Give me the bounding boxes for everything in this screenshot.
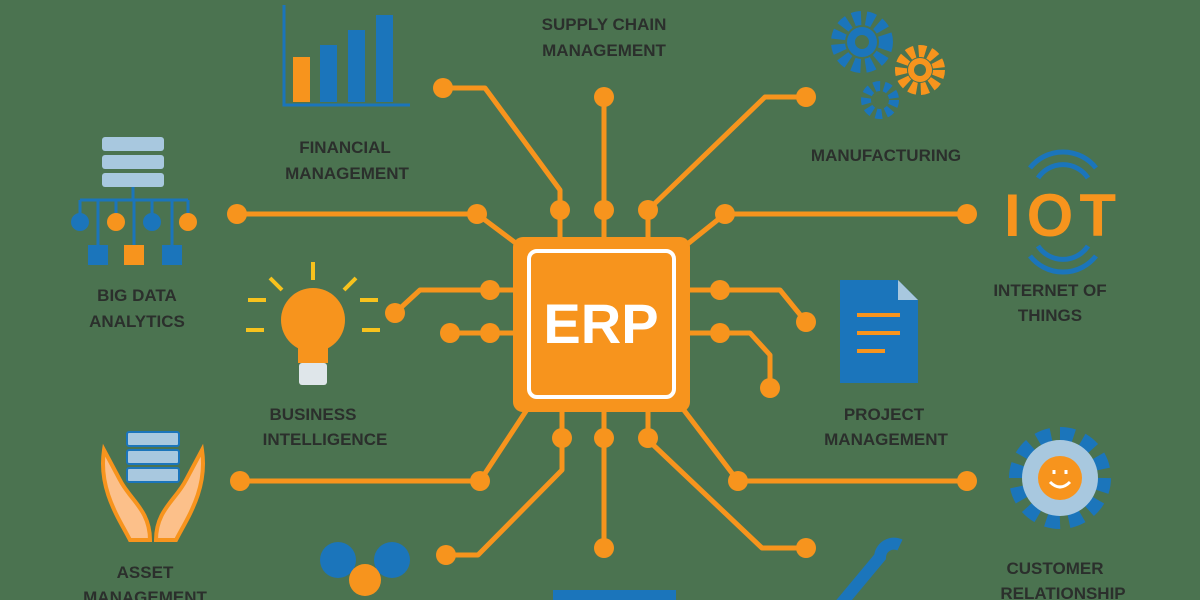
people-icon (320, 542, 410, 596)
supply-chain-label-2: MANAGEMENT (542, 41, 666, 60)
bar-chart-icon (282, 5, 410, 107)
bi-label-2: INTELLIGENCE (263, 430, 388, 449)
iot-icon: IOT (1004, 149, 1122, 275)
supply-chain-label-1: SUPPLY CHAIN (542, 15, 667, 34)
asset-label-1: ASSET (117, 563, 174, 582)
erp-chip: ERP (513, 237, 690, 412)
bi-label-1: BUSINESS (270, 405, 357, 424)
project-label-1: PROJECT (844, 405, 925, 424)
data-tree-icon (71, 137, 197, 265)
crm-label-2: RELATIONSHIP (1000, 584, 1125, 600)
wrench-icon (836, 537, 903, 600)
iot-label-2: THINGS (1018, 306, 1082, 325)
circuit-dots (227, 78, 977, 565)
asset-label-2: MANAGEMENT (83, 588, 207, 600)
erp-label: ERP (543, 292, 658, 355)
hands-server-icon (101, 431, 205, 542)
crm-label-1: CUSTOMER (1007, 559, 1104, 578)
gears-icon (831, 11, 945, 119)
iot-label-1: INTERNET OF (993, 281, 1106, 300)
document-icon (840, 280, 918, 383)
financial-label-2: MANAGEMENT (285, 164, 409, 183)
manufacturing-label: MANUFACTURING (811, 146, 961, 165)
financial-label-1: FINANCIAL (299, 138, 391, 157)
smile-gear-icon (1009, 427, 1111, 529)
big-data-label-1: BIG DATA (97, 286, 177, 305)
big-data-label-2: ANALYTICS (89, 312, 185, 331)
project-label-2: MANAGEMENT (824, 430, 948, 449)
iot-icon-text: IOT (1004, 182, 1122, 249)
lightbulb-icon (246, 262, 380, 385)
truck-icon (553, 590, 676, 600)
